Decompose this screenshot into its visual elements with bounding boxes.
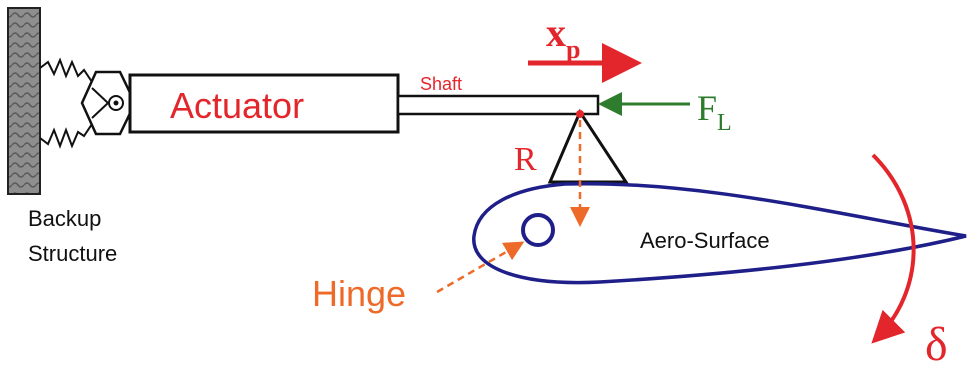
delta-label: δ xyxy=(925,318,948,366)
xp-sub: p xyxy=(566,35,580,64)
aero-surface-outline xyxy=(472,181,967,285)
hinge-circle-icon xyxy=(521,213,555,247)
hinge-label: Hinge xyxy=(312,273,406,314)
horn-pin xyxy=(576,110,584,118)
shaft xyxy=(396,94,600,116)
fl-sub: L xyxy=(717,110,732,136)
hinge-arrow xyxy=(436,241,525,294)
aero-surface-label: Aero-Surface xyxy=(640,228,770,253)
fl-label: FL xyxy=(697,88,732,136)
delta-rotation-arrow xyxy=(871,153,916,344)
shaft-label: Shaft xyxy=(420,74,462,94)
horn-bracket xyxy=(547,108,629,184)
xp-main: x xyxy=(546,10,566,55)
actuator-label: Actuator xyxy=(170,85,304,126)
xp-label: xp xyxy=(546,10,580,64)
backup-line1: Backup xyxy=(28,206,101,231)
pin-joint-icon xyxy=(80,70,137,136)
spring-icon xyxy=(39,57,97,149)
backup-line2: Structure xyxy=(28,241,117,266)
backup-structure-label: Backup Structure xyxy=(28,206,117,266)
backup-wall xyxy=(7,7,41,195)
fl-main: F xyxy=(697,88,717,128)
r-label: R xyxy=(514,141,537,178)
